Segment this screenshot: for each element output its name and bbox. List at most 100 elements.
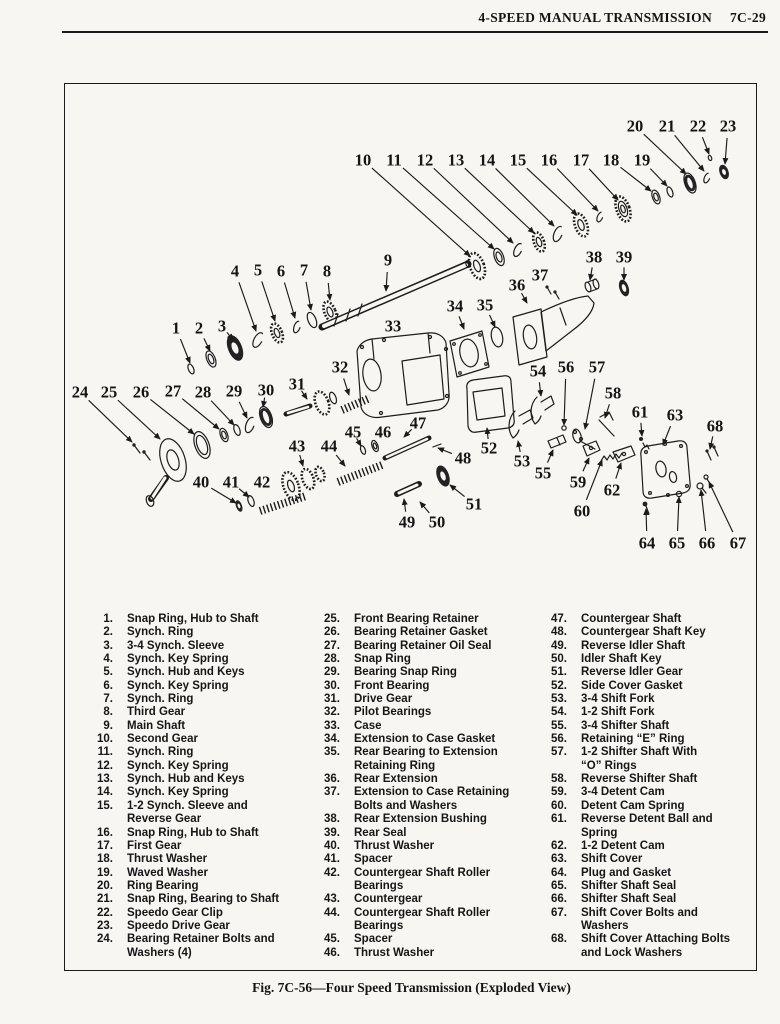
part-number: 2.	[103, 626, 113, 639]
callout-leader	[495, 168, 555, 227]
part-name: Reverse Shifter Shaft	[581, 773, 698, 786]
callout-leader	[261, 281, 276, 322]
part-name: Rear Extension	[354, 773, 438, 786]
list-item: 5.Synch. Hub and Keys	[79, 666, 279, 679]
list-item: 60.Detent Cam Spring	[533, 800, 730, 813]
list-item: 30.Front Bearing	[306, 680, 509, 693]
part-number: 53.	[551, 693, 567, 706]
part-number: 1.	[103, 613, 113, 625]
front-retainer-group-drawing	[132, 405, 274, 507]
callout-number: 68	[707, 417, 724, 436]
callout-number: 50	[429, 513, 446, 532]
part-number: 56.	[551, 733, 567, 746]
callout-number: 55	[535, 464, 552, 483]
part-name: Pilot Bearings	[354, 706, 432, 719]
callout-leader	[226, 331, 234, 341]
part-name: Synch. Hub and Keys	[127, 773, 245, 786]
callout-number: 26	[133, 383, 150, 402]
list-item: 32. Pilot Bearings	[306, 706, 509, 719]
list-item: 23.Speedo Drive Gear	[79, 920, 279, 933]
part-name: Shift Cover Bolts and Washers	[581, 906, 698, 932]
part-number: 27.	[324, 639, 340, 652]
figure-border	[64, 83, 757, 971]
callout-number: 57	[589, 358, 606, 377]
callout-leader	[301, 390, 308, 400]
part-name: Case	[354, 719, 382, 732]
callout-number: 36	[509, 276, 526, 295]
part-number: 33.	[324, 719, 340, 732]
callout-leader	[298, 454, 305, 467]
list-item: 36.Rear Extension	[306, 773, 509, 786]
callout-number: 29	[226, 382, 243, 401]
part-number: 40.	[324, 839, 340, 852]
part-name: 3-4 Detent Cam	[581, 786, 665, 799]
callout-number: 49	[399, 513, 416, 532]
part-number: 58.	[551, 773, 567, 786]
part-name: Extension to Case Retaining Bolts and Wa…	[354, 786, 510, 812]
callout-number: 56	[558, 358, 575, 377]
part-name: Bearing Retainer Bolts and Washers (4)	[127, 933, 275, 959]
callout-number: 17	[573, 151, 590, 170]
part-name: Snap Ring	[354, 653, 411, 666]
callout-leader	[343, 378, 351, 396]
part-name: Reverse Idler Shaft	[581, 639, 686, 652]
part-number: 67.	[551, 906, 567, 919]
part-name: Synch. Key Spring	[127, 653, 229, 666]
list-item: 68.Shift Cover Attaching Bolts and Lock …	[533, 933, 730, 960]
callout-leader	[561, 378, 568, 426]
part-name: Drive Gear	[354, 693, 413, 706]
part-number: 23.	[97, 919, 113, 932]
callout-number: 41	[223, 473, 240, 492]
callout-leader	[238, 488, 250, 498]
part-number: 49.	[551, 639, 567, 652]
callout-leader	[585, 459, 603, 501]
part-number: 21.	[97, 893, 113, 906]
list-item: 65.Shifter Shaft Seal	[533, 880, 730, 893]
callout-leader	[603, 404, 610, 419]
part-number: 62.	[551, 839, 567, 852]
callout-number: 7	[300, 261, 308, 280]
list-item: 16.Snap Ring, Hub to Shaft	[79, 827, 279, 840]
callout-number: 28	[195, 383, 212, 402]
part-number: 30.	[324, 679, 340, 692]
part-number: 43.	[324, 893, 340, 906]
part-number: 32.	[324, 706, 340, 719]
part-name: Thrust Washer	[354, 946, 435, 959]
part-name: Rear Bearing to Extension Retaining Ring	[354, 746, 498, 772]
callout-leader	[238, 282, 257, 332]
callout-number: 14	[479, 151, 496, 170]
list-item: 54.1-2 Shift Fork	[533, 706, 730, 719]
callout-number: 30	[258, 381, 275, 400]
callout-number: 23	[720, 117, 737, 136]
callout-leader	[583, 378, 596, 430]
callout-leader	[708, 436, 715, 450]
part-name: Shift Cover	[581, 853, 643, 866]
part-name: Third Gear	[127, 706, 186, 719]
part-number: 25.	[324, 613, 340, 625]
callout-number: 59	[570, 473, 587, 492]
callout-leader	[698, 489, 707, 532]
case-drawing	[356, 332, 450, 419]
list-item: 64.Plug and Gasket	[533, 867, 730, 880]
part-name: Countergear Shaft Roller Bearings	[354, 906, 491, 932]
part-number: 24.	[97, 933, 113, 946]
callout-leader	[210, 400, 235, 426]
page-title: 4-SPEED MANUAL TRANSMISSION	[478, 10, 712, 25]
part-number: 11.	[97, 746, 113, 759]
part-number: 15.	[97, 799, 113, 812]
part-name: Thrust Washer	[127, 853, 208, 866]
part-number: 3.	[103, 639, 113, 652]
list-item: 43.Countergear	[306, 893, 509, 906]
callout-number: 21	[659, 117, 676, 136]
part-number: 66.	[551, 893, 567, 906]
part-number: 48.	[551, 626, 567, 639]
part-name: Synch. Ring	[127, 746, 194, 759]
list-item: 34.Extension to Case Gasket	[306, 733, 509, 746]
list-item: 19.Waved Washer	[79, 867, 279, 880]
part-number: 4.	[103, 653, 113, 666]
list-item: 17.First Gear	[79, 840, 279, 853]
list-item: 40.Thrust Washer	[306, 840, 509, 853]
callout-number: 44	[321, 437, 338, 456]
